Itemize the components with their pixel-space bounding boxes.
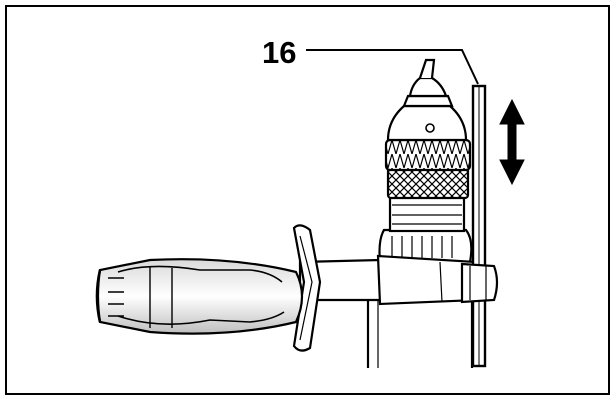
depth-gauge-rod bbox=[471, 84, 487, 368]
handle-shaft bbox=[298, 254, 480, 306]
callout-label-16: 16 bbox=[262, 35, 296, 70]
double-arrow-icon bbox=[499, 98, 525, 186]
hand-guard bbox=[292, 224, 322, 352]
side-grip bbox=[95, 258, 304, 335]
clamp-knob bbox=[460, 262, 499, 304]
drill-chuck bbox=[384, 58, 472, 233]
callout-leader-line bbox=[306, 49, 479, 85]
